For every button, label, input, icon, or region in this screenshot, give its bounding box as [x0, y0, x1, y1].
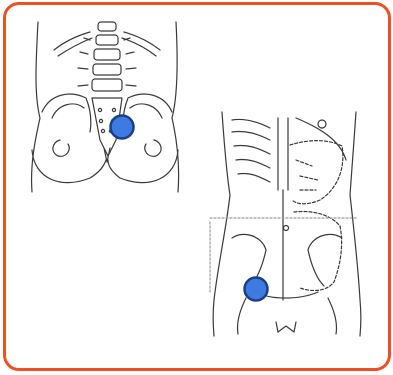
back-rib-left: [54, 32, 92, 56]
back-torso-left-outline: [32, 22, 40, 192]
injection-site-marker-back: [111, 116, 134, 139]
umbilicus: [284, 226, 289, 231]
injection-site-marker-front: [245, 278, 268, 301]
back-view-figure: [32, 22, 179, 192]
left-iliac-wing: [42, 94, 91, 132]
front-torso-right-outline: [350, 112, 361, 336]
right-buttock: [108, 150, 178, 183]
back-rib-right: [122, 32, 160, 56]
front-view-figure: [210, 112, 361, 336]
lumbar-spine: [78, 22, 136, 91]
left-iliac-front: [308, 234, 342, 286]
stomach-outline: [290, 141, 343, 204]
front-torso-left-outline: [213, 112, 230, 336]
left-buttock: [32, 150, 106, 183]
front-ribs-left: [232, 119, 270, 182]
sternum: [278, 118, 288, 190]
perineum: [276, 322, 296, 332]
nipple: [318, 120, 326, 128]
